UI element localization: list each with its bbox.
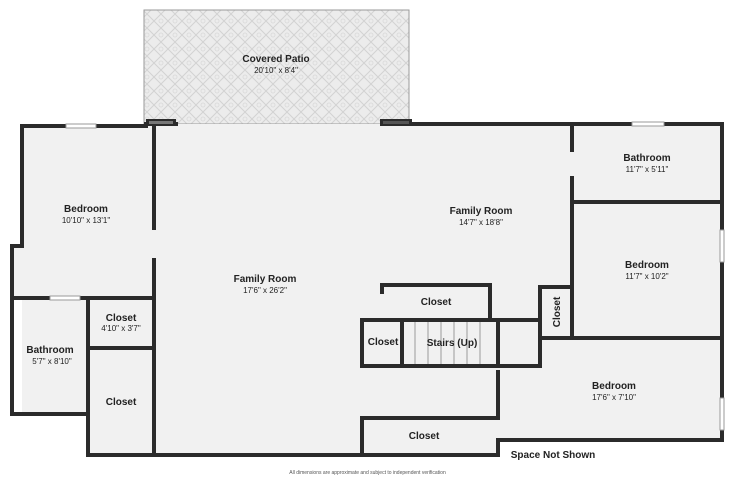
closet-left-dim: 4'10" x 3'7" <box>101 324 141 333</box>
closet-lower-left-label: Closet <box>106 397 137 408</box>
bathroom-left-dim: 5'7" x 8'10" <box>32 357 72 366</box>
closet-vertical-label: Closet <box>552 296 563 327</box>
disclaimer-text: All dimensions are approximate and subje… <box>289 470 446 476</box>
closet-stairs-left-label: Closet <box>368 337 399 348</box>
bedroom-left-dim: 10'10" x 13'1" <box>62 216 110 225</box>
space-not-shown-label: Space Not Shown <box>511 450 595 461</box>
family-room-upper-dim: 14'7" x 18'8" <box>459 218 503 227</box>
stairs-label: Stairs (Up) <box>427 338 478 349</box>
patio-post-right-inner <box>383 121 409 124</box>
walls <box>10 122 724 457</box>
windows <box>49 121 725 431</box>
bedroom-right-dim: 11'7" x 10'2" <box>625 272 668 281</box>
bathroom-upper-right-dim: 11'7" x 5'11" <box>626 165 669 174</box>
family-room-main-dim: 17'6" x 26'2" <box>243 286 287 295</box>
bathroom-left-label: Bathroom <box>26 345 73 356</box>
closet-left-label: Closet <box>106 313 137 324</box>
bedroom-right-label: Bedroom <box>625 260 669 271</box>
covered-patio-label: Covered Patio <box>242 54 309 65</box>
covered-patio-area <box>143 9 410 125</box>
family-room-upper-label: Family Room <box>450 206 513 217</box>
bathroom-upper-right-label: Bathroom <box>623 153 670 164</box>
bedroom-left-label: Bedroom <box>64 204 108 215</box>
family-room-main-label: Family Room <box>234 274 297 285</box>
covered-patio-dim: 20'10" x 8'4" <box>254 66 298 75</box>
closet-stairs-top-label: Closet <box>421 297 452 308</box>
patio-post-left-inner <box>149 121 173 124</box>
bedroom-lower-right-dim: 17'6" x 7'10" <box>592 393 636 402</box>
closet-bottom-label: Closet <box>409 431 440 442</box>
floor-fills <box>14 124 722 455</box>
bedroom-lower-right-label: Bedroom <box>592 381 636 392</box>
stair-treads <box>414 322 481 364</box>
